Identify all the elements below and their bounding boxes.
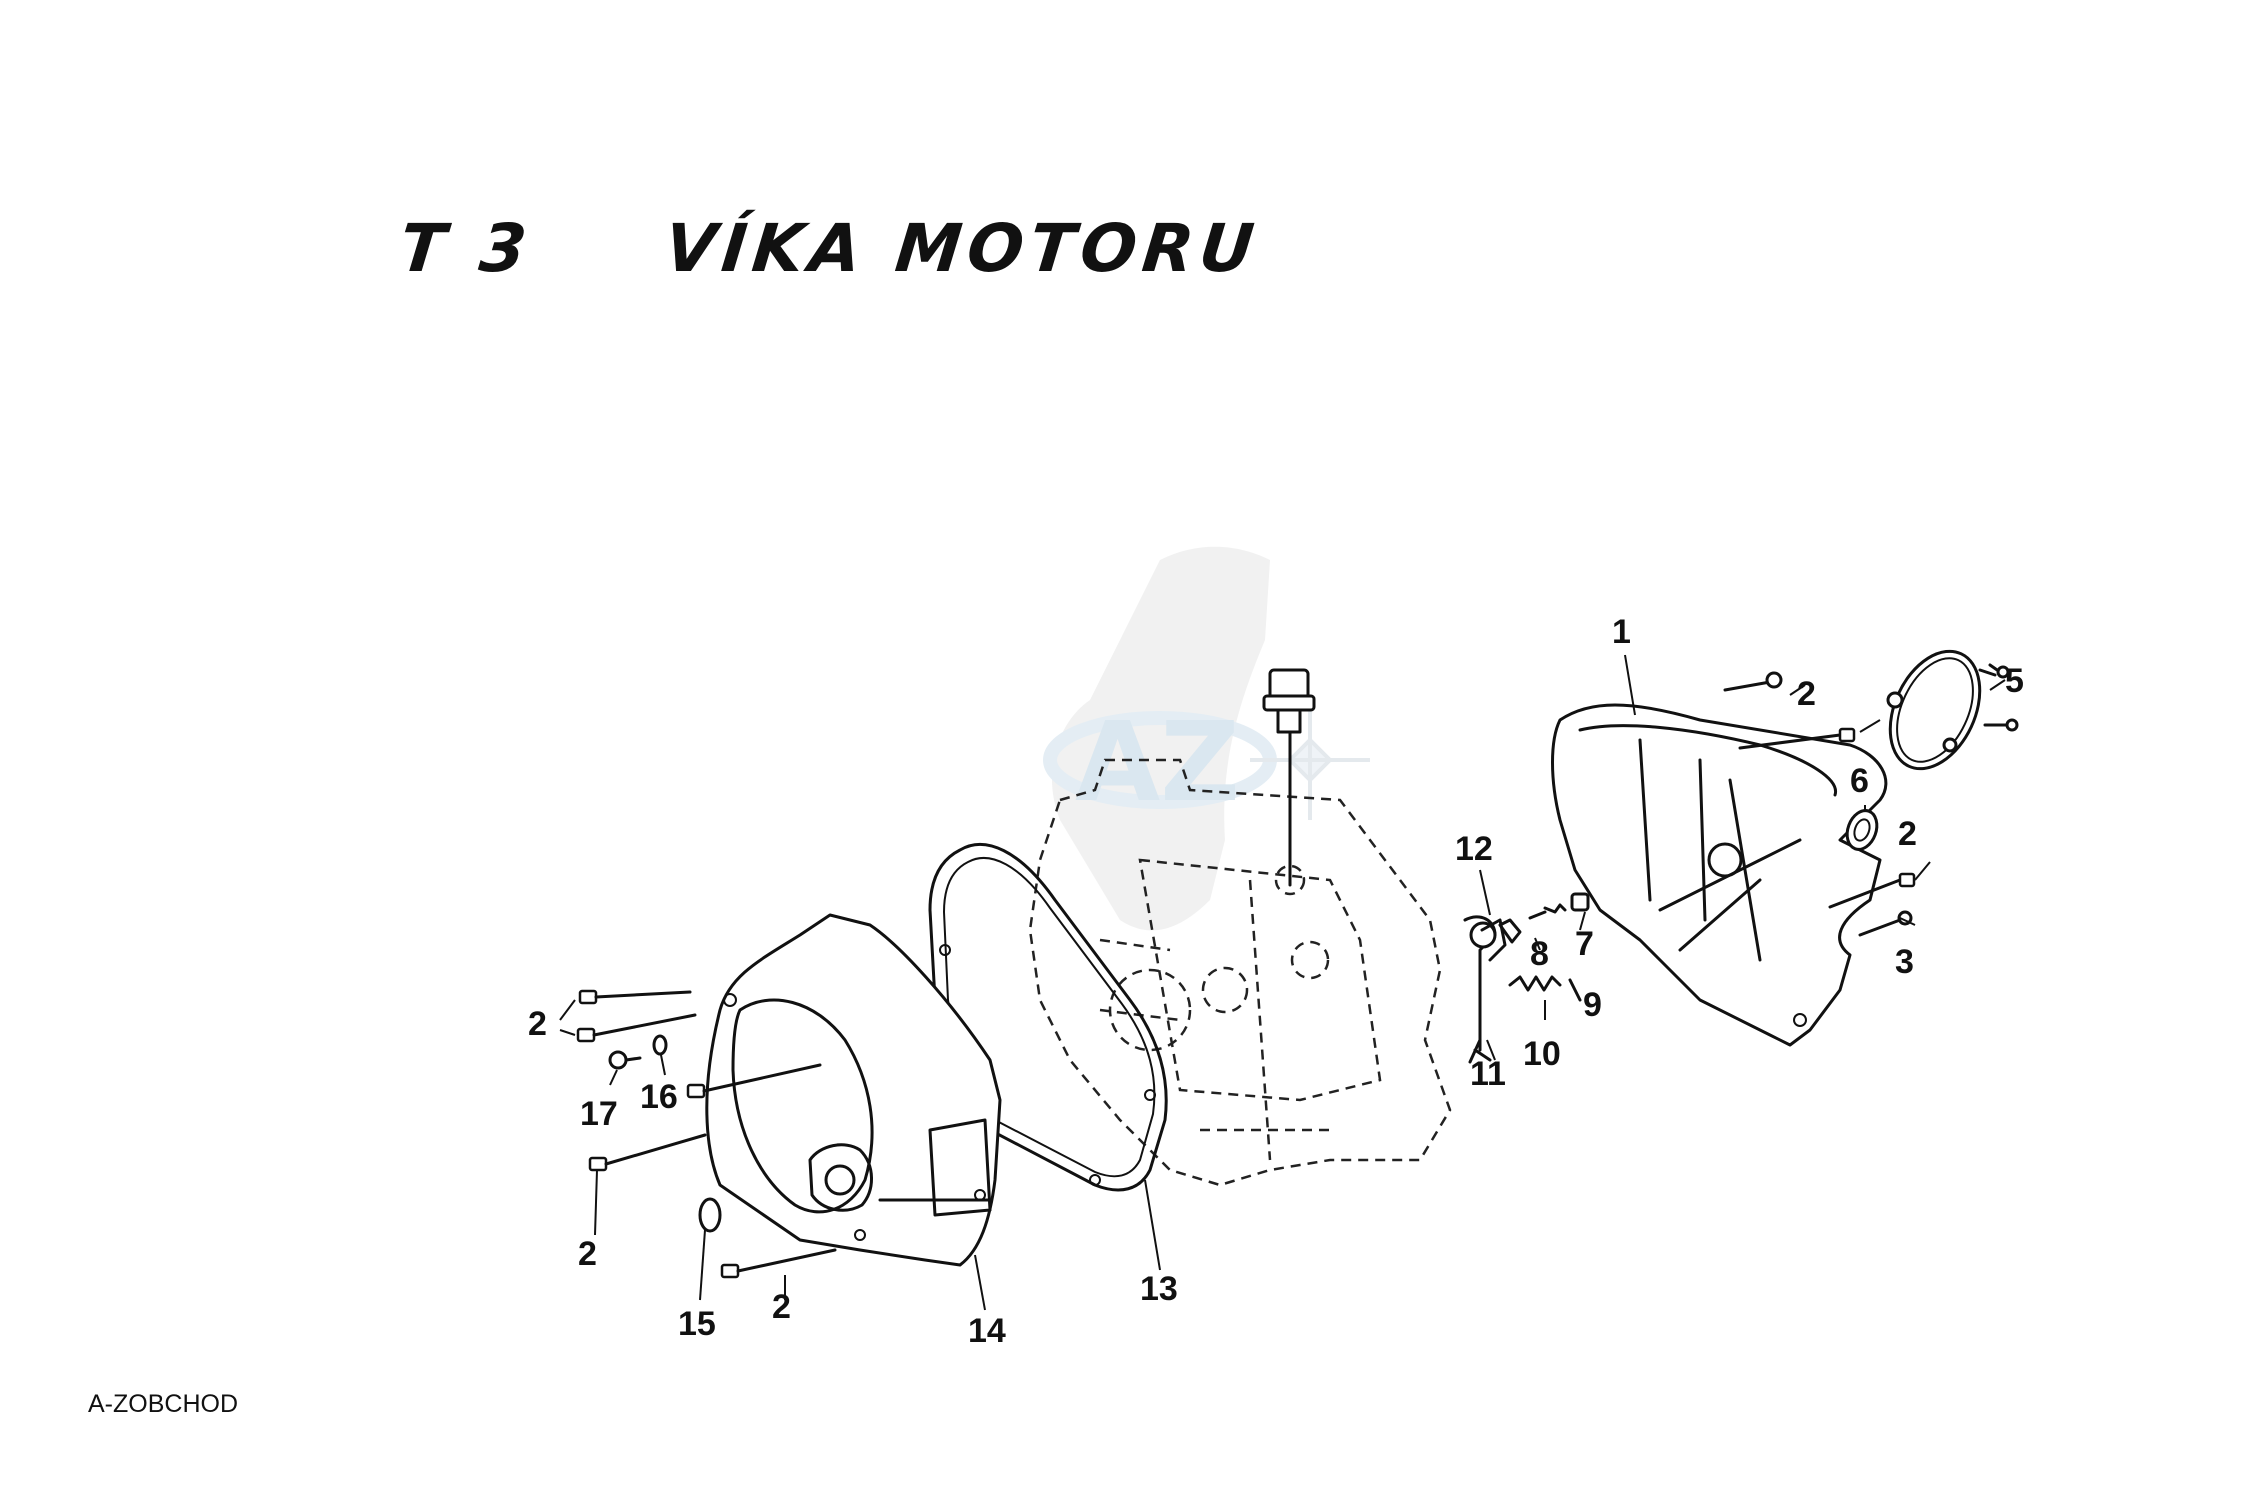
watermark-text: AZ xyxy=(1075,698,1240,826)
watermark-logo: AZ xyxy=(1043,546,1370,931)
linkage-parts xyxy=(1463,892,1590,1064)
callout-11: 11 xyxy=(1470,1055,1506,1093)
gasket xyxy=(928,842,1168,1192)
callout-1: 1 xyxy=(1612,613,1631,651)
callout-3: 3 xyxy=(1895,943,1914,981)
callout-15: 15 xyxy=(678,1305,716,1343)
callout-14: 14 xyxy=(968,1312,1006,1350)
engine-block xyxy=(1028,668,1452,1187)
leader-lines xyxy=(559,654,2006,1311)
footer-label: A-ZOBCHOD xyxy=(88,1390,238,1418)
callout-7: 7 xyxy=(1575,925,1594,963)
callout-2-right-mid: 2 xyxy=(1898,815,1917,853)
right-engine-cover xyxy=(1551,703,1888,1047)
breather-plug xyxy=(1262,668,1316,734)
callout-17: 17 xyxy=(580,1095,618,1133)
callout-2-left-bottom: 2 xyxy=(772,1288,791,1326)
right-cover-parts xyxy=(1723,649,2019,937)
callout-2-left-mid: 2 xyxy=(578,1235,597,1273)
callout-5: 5 xyxy=(2005,662,2024,700)
callout-8: 8 xyxy=(1530,935,1549,973)
callout-9: 9 xyxy=(1583,986,1602,1024)
left-engine-cover xyxy=(705,913,1002,1267)
callout-12: 12 xyxy=(1455,830,1493,868)
left-cover-bolts xyxy=(576,989,837,1279)
callout-13: 13 xyxy=(1140,1270,1178,1308)
callout-10: 10 xyxy=(1523,1035,1561,1073)
callout-2-left-top: 2 xyxy=(528,1005,547,1043)
callout-6: 6 xyxy=(1850,762,1869,800)
callout-16: 16 xyxy=(640,1078,678,1116)
callout-2-right-top: 2 xyxy=(1797,675,1816,713)
callouts: 1 2 2 2 2 2 3 5 6 7 8 9 10 11 12 13 14 1… xyxy=(528,613,2024,1350)
